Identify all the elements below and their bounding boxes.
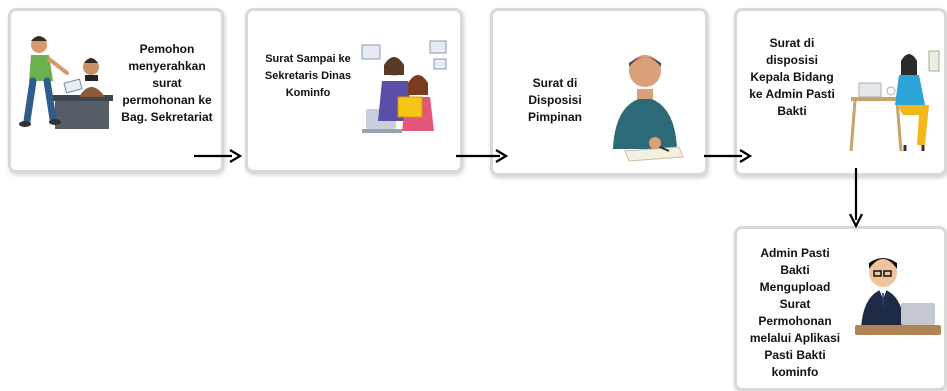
step-4-card: Surat di disposisi Kepala Bidang ke Admi… <box>734 8 947 176</box>
step-5-card: Admin Pasti Bakti Mengupload Surat Permo… <box>734 226 947 391</box>
man-writing-icon <box>613 55 684 162</box>
arrow-step1-to-step2 <box>194 149 242 163</box>
step-2-card: Surat Sampai ke Sekretaris Dinas Kominfo <box>245 8 463 173</box>
step-2-text: Surat Sampai ke Sekretaris Dinas Kominfo <box>264 53 352 99</box>
applicant-handing-letter-icon <box>19 36 113 129</box>
step-3-text: Surat di Disposisi Pimpinan <box>527 76 582 124</box>
arrow-step4-to-step5 <box>849 168 863 228</box>
step-3-card: Surat di Disposisi Pimpinan <box>490 8 708 176</box>
step-4-text: Surat di disposisi Kepala Bidang ke Admi… <box>749 36 835 118</box>
woman-at-desk-icon <box>849 50 940 152</box>
step-1-card: Pemohon menyerahkan surat permohonan ke … <box>8 8 224 173</box>
step-5-text: Admin Pasti Bakti Mengupload Surat Permo… <box>749 246 841 379</box>
step-1-text: Pemohon menyerahkan surat permohonan ke … <box>121 42 213 124</box>
arrow-step2-to-step3 <box>456 149 508 163</box>
arrow-step3-to-step4 <box>704 149 752 163</box>
admin-at-laptop-icon <box>855 258 941 335</box>
two-office-workers-icon <box>361 40 447 133</box>
